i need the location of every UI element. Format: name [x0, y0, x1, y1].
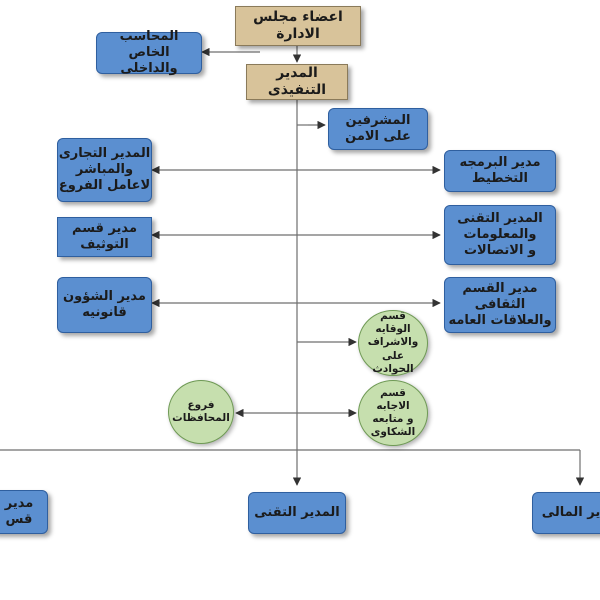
- prevention-label: قسم الوقايه والاشراف على الحوادث: [367, 310, 419, 375]
- board-label: اعضاء مجلس الادارة: [253, 8, 343, 43]
- financial-director-node: ير المالى: [532, 492, 600, 534]
- left-department-node: مدير قس: [0, 490, 48, 534]
- accountant-label: المحاسب الخاص والداخلى: [119, 28, 179, 77]
- technical-it-node: المدير التقنى والمعلومات و الاتصالات: [444, 205, 556, 265]
- financial-director-label: ير المالى: [541, 504, 600, 520]
- culture-label: مدير القسم الثقافى والعلاقات العامه: [448, 280, 552, 329]
- branches-node: فروع المحافظات: [168, 380, 234, 444]
- commercial-label: المدير التجارى والمباشر لاعامل الفروع: [58, 145, 151, 194]
- security-label: المشرفين على الامن: [345, 112, 411, 144]
- complaints-label: قسم الاجابه و متابعه الشكاوى: [370, 386, 416, 439]
- board-node: اعضاء مجلس الادارة: [235, 6, 361, 46]
- commercial-node: المدير التجارى والمباشر لاعامل الفروع: [57, 138, 152, 202]
- executive-node: المدير التنفيذى: [246, 64, 348, 100]
- programming-node: مدير البرمجه التخطيط: [444, 150, 556, 192]
- technical-director-node: المدير التقنى: [248, 492, 346, 534]
- prevention-node: قسم الوقايه والاشراف على الحوادث: [358, 310, 428, 376]
- security-node: المشرفين على الامن: [328, 108, 428, 150]
- accountant-node: المحاسب الخاص والداخلى: [96, 29, 202, 76]
- complaints-node: قسم الاجابه و متابعه الشكاوى: [358, 380, 428, 446]
- left-department-label: مدير قس: [4, 495, 34, 527]
- technical-director-label: المدير التقنى: [254, 504, 340, 520]
- legal-node: مدير الشؤون قانونيه: [57, 277, 152, 333]
- programming-label: مدير البرمجه التخطيط: [459, 154, 541, 186]
- executive-label: المدير التنفيذى: [267, 64, 327, 99]
- culture-node: مدير القسم الثقافى والعلاقات العامه: [444, 277, 556, 333]
- legal-label: مدير الشؤون قانونيه: [63, 288, 146, 320]
- documentation-label: مدير قسم التوثيف: [72, 220, 137, 252]
- documentation-node: مدير قسم التوثيف: [57, 217, 152, 257]
- technical-it-label: المدير التقنى والمعلومات و الاتصالات: [457, 210, 543, 259]
- branches-label: فروع المحافظات: [172, 398, 230, 424]
